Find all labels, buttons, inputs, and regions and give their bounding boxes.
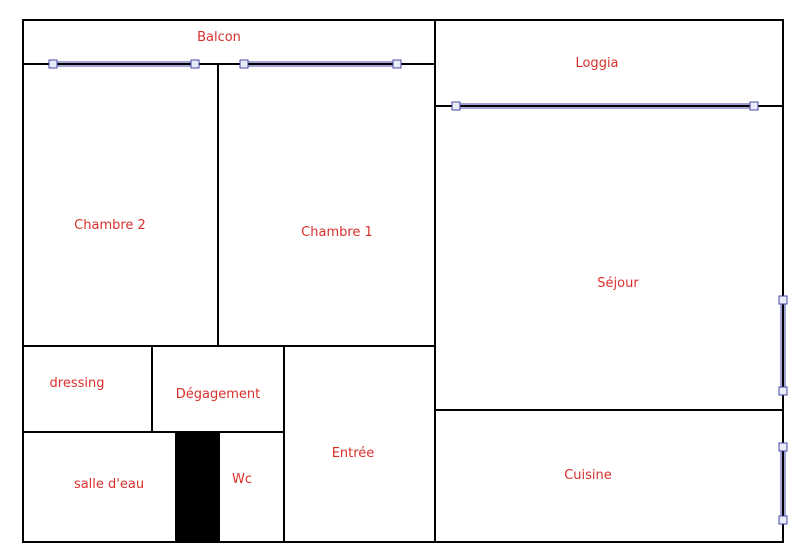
windows [48, 59, 788, 525]
walls [22, 19, 784, 543]
room-label-chambre1: Chambre 1 [301, 225, 373, 240]
room-label-sejour: Séjour [597, 276, 639, 291]
technical-shaft [175, 433, 218, 541]
room-label-salle-deau: salle d'eau [74, 477, 144, 492]
room-label-dressing: dressing [50, 376, 105, 391]
outer-wall [22, 19, 784, 543]
window-handle-icon [451, 101, 461, 111]
room-label-chambre2: Chambre 2 [74, 218, 146, 233]
window-handle-icon [392, 59, 402, 69]
window-chambre2 [48, 59, 200, 69]
window-chambre1 [239, 59, 402, 69]
room-labels: Balcon Loggia Chambre 2 Chambre 1 Séjour… [50, 30, 640, 492]
room-label-balcon: Balcon [197, 30, 241, 45]
room-label-cuisine: Cuisine [564, 468, 612, 483]
window-handle-icon [48, 59, 58, 69]
window-cuisine-east [778, 442, 788, 525]
room-label-wc: Wc [232, 472, 252, 487]
room-label-entree: Entrée [332, 446, 375, 461]
window-handle-icon [749, 101, 759, 111]
window-sejour-east [778, 295, 788, 396]
window-handle-icon [778, 442, 788, 452]
room-label-degagement: Dégagement [176, 387, 260, 402]
window-handle-icon [239, 59, 249, 69]
room-label-loggia: Loggia [575, 56, 618, 71]
window-handle-icon [778, 515, 788, 525]
window-handle-icon [778, 386, 788, 396]
window-sejour-loggia [451, 101, 759, 111]
window-handle-icon [190, 59, 200, 69]
window-handle-icon [778, 295, 788, 305]
